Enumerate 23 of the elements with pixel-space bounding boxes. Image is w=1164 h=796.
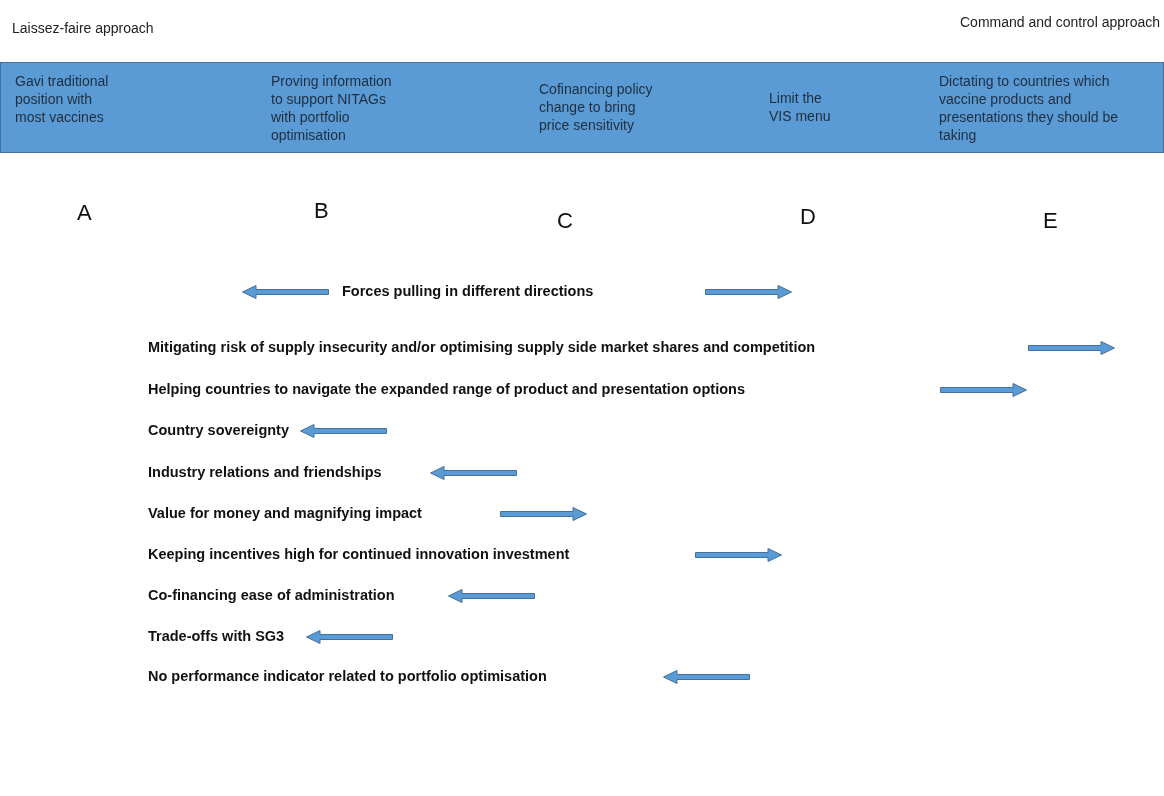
force-text: Country sovereignty: [148, 422, 289, 438]
position-letter: D: [800, 204, 816, 230]
force-text: No performance indicator related to portfolio optimisation: [148, 668, 547, 684]
force-text: Co-financing ease of administration: [148, 587, 395, 603]
position-letter: A: [77, 200, 92, 226]
force-text: Value for money and magnifying impact: [148, 505, 422, 521]
band-text: Cofinancing policy change to bring price sensitivity: [539, 80, 659, 134]
band-text: Limit the VIS menu: [769, 89, 844, 125]
position-letter: E: [1043, 208, 1058, 234]
force-text: Industry relations and friendships: [148, 464, 382, 480]
force-text: Trade-offs with SG3: [148, 628, 285, 644]
position-letter: C: [557, 208, 573, 234]
band-text: Dictating to countries which vaccine products and presentations they should be taking: [939, 72, 1124, 144]
force-text: Mitigating risk of supply insecurity and/or optimising supply side market shares and competition: [148, 339, 816, 355]
approach-label: Laissez-faire approach: [12, 20, 154, 36]
position-letter: B: [314, 198, 329, 224]
force-text: Helping countries to navigate the expanded range of product and presentation options: [148, 381, 745, 397]
forces-heading: Forces pulling in different directions: [342, 283, 594, 299]
band-text: Proving information to support NITAGs with portfolio optimisation: [271, 72, 401, 144]
band-text: Gavi traditional position with most vaccines: [15, 72, 115, 126]
force-text: Keeping incentives high for continued innovation investment: [148, 546, 570, 562]
approach-label: Command and control approach: [960, 14, 1160, 30]
band: [0, 62, 1164, 153]
